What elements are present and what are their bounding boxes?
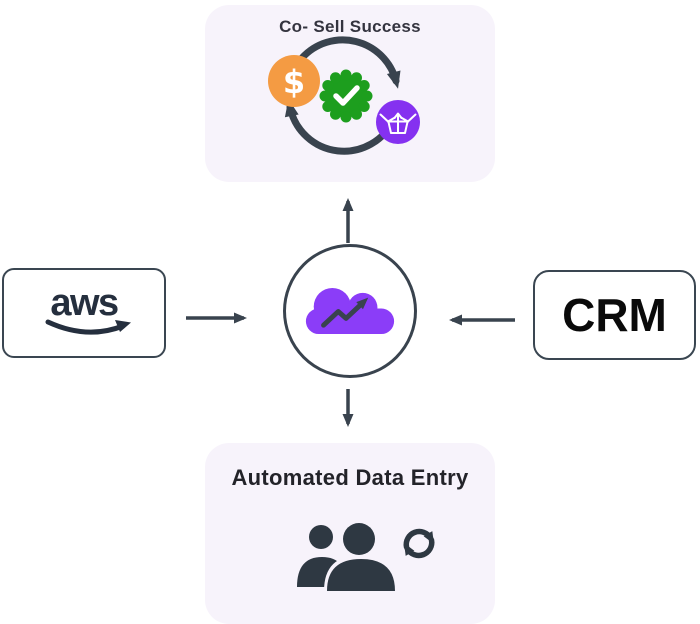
cycle-top-arc — [298, 36, 401, 89]
dollar-coin-icon: $ — [268, 55, 320, 107]
trend-arrow — [321, 297, 369, 328]
crm-node: CRM — [533, 270, 696, 360]
aws-logo-text: aws — [50, 282, 119, 325]
aws-node: aws — [2, 268, 166, 358]
automated-data-entry-title: Automated Data Entry — [231, 465, 469, 490]
people-group-icon — [297, 523, 398, 591]
crm-label: CRM — [562, 289, 667, 341]
automated-data-entry-card: Automated Data Entry — [205, 443, 495, 624]
center-hub-circle — [283, 244, 417, 378]
svg-text:$: $ — [283, 63, 305, 101]
open-package-icon — [376, 100, 420, 144]
amazon-smile-arrow-icon — [45, 319, 131, 335]
sync-arrows-icon — [403, 528, 435, 559]
cloud-trend-arrow-icon — [305, 287, 395, 334]
verified-check-badge-icon — [319, 69, 373, 123]
cloud-shape — [305, 287, 395, 334]
co-sell-success-title: Co- Sell Success — [279, 17, 421, 36]
co-sell-success-card: Co- Sell Success $ — [205, 5, 495, 182]
cycle-arrows-icon: $ — [268, 36, 420, 155]
people-sync-graphic — [297, 523, 435, 591]
